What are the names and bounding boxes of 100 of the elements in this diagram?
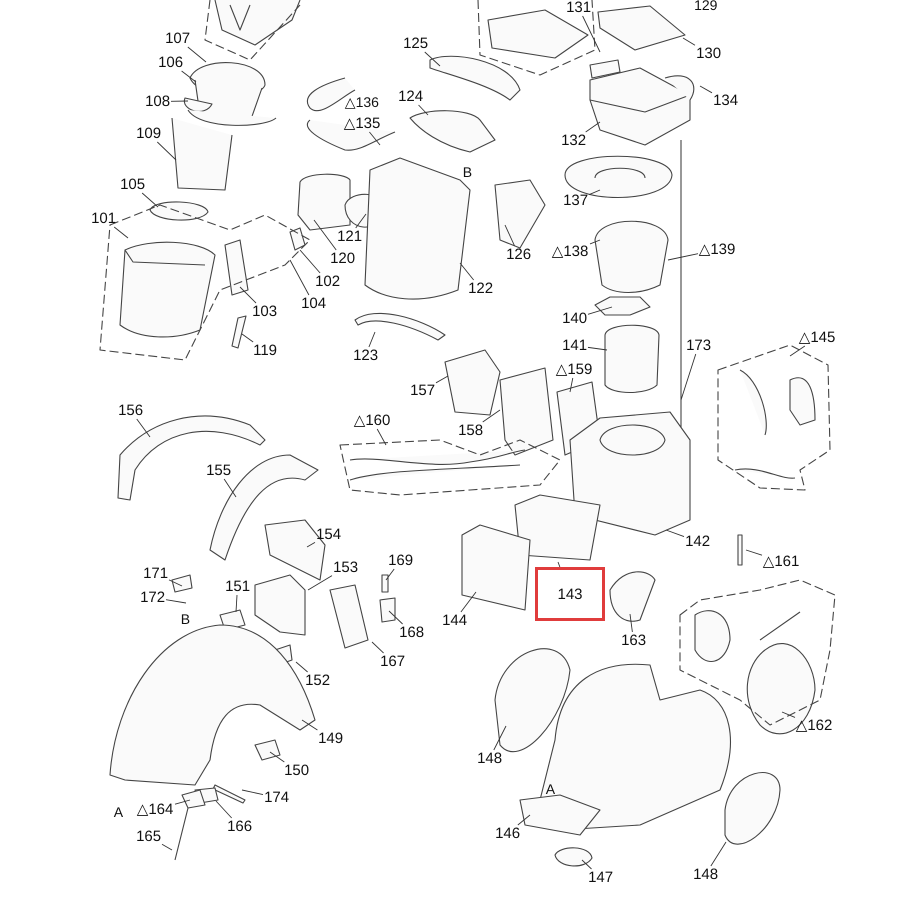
callout-number: 102 <box>314 273 342 290</box>
leader-line <box>630 614 633 632</box>
callout-number: 134 <box>712 92 740 109</box>
callout-number: 144 <box>441 612 468 629</box>
callout-number: 166 <box>226 818 254 835</box>
leader-line <box>710 842 726 866</box>
callout-number: 125 <box>402 35 430 52</box>
callout-number: 107 <box>164 30 192 47</box>
leader-line <box>270 752 285 762</box>
leader-line <box>424 52 440 66</box>
leader-line <box>585 122 600 132</box>
callout-number: 155 <box>205 462 232 479</box>
callout-number: 119 <box>252 342 278 359</box>
callout-number: 141 <box>561 337 588 354</box>
callout-number: 163 <box>620 632 648 649</box>
leader-line <box>114 226 128 238</box>
callout-number: 154 <box>315 526 342 543</box>
callout-label: △136 <box>344 94 379 110</box>
leader-line <box>136 418 150 438</box>
callout-number: 121 <box>336 228 364 245</box>
leader-line <box>418 104 428 116</box>
leader-line <box>290 260 310 296</box>
callout-number: 124 <box>397 88 424 105</box>
leader-line <box>582 16 600 52</box>
callout-number: △162 <box>794 717 834 734</box>
callout-number: 168 <box>398 624 426 641</box>
leader-line <box>181 70 196 82</box>
callout-number: 165 <box>135 828 162 845</box>
leader-line <box>368 132 380 146</box>
leader-line <box>588 190 600 196</box>
leader-line <box>588 306 612 315</box>
leader-line <box>168 579 182 586</box>
leader-line <box>386 568 395 580</box>
leader-line <box>782 712 796 718</box>
callout-number: 148 <box>476 750 504 767</box>
leader-line <box>582 860 592 870</box>
callout-number: 171 <box>142 565 170 582</box>
callout-number: 101 <box>90 210 118 227</box>
leader-line <box>224 478 236 498</box>
callout-label: A <box>546 781 556 797</box>
leader-line <box>493 726 506 750</box>
callout-number: 146 <box>494 825 522 842</box>
callout-number: △160 <box>352 412 392 429</box>
callout-number: 153 <box>332 559 360 576</box>
callout-number: 105 <box>119 176 146 193</box>
callout-number: 130 <box>695 45 722 62</box>
leader-line <box>680 354 696 400</box>
leader-line <box>166 599 186 604</box>
callout-number: 151 <box>224 578 252 595</box>
leader-line <box>504 224 516 246</box>
callout-number: 108 <box>144 93 172 110</box>
leader-line <box>368 332 376 348</box>
leader-line <box>308 575 332 590</box>
callout-number: 172 <box>139 589 166 606</box>
callout-number: 150 <box>283 762 310 779</box>
leader-line <box>242 334 254 342</box>
callout-number: △145 <box>798 329 836 346</box>
leader-line <box>355 214 366 228</box>
leader-line <box>376 428 386 446</box>
leader-line <box>388 610 404 624</box>
leader-line <box>240 286 256 304</box>
callout-number: 104 <box>300 295 328 312</box>
callout-number: 169 <box>387 552 414 569</box>
callout-label: B <box>180 611 190 627</box>
leader-line <box>236 594 238 612</box>
leader-line <box>666 530 684 538</box>
callout-label: A <box>114 804 124 820</box>
callout-number: 140 <box>561 310 588 327</box>
callout-number: 123 <box>352 347 380 364</box>
callout-number: 109 <box>135 125 162 142</box>
leader-line <box>174 800 190 805</box>
leader-line <box>482 410 500 422</box>
callout-number: 157 <box>409 382 436 399</box>
callout-number: △139 <box>698 241 736 258</box>
leader-line <box>588 346 608 350</box>
leader-line <box>306 542 316 548</box>
callout-number: 120 <box>329 250 356 267</box>
callout-number: 152 <box>304 672 332 689</box>
callout-number: △138 <box>550 243 590 260</box>
callout-number: 147 <box>587 869 614 886</box>
leader-line <box>372 642 384 654</box>
callout-number: 174 <box>263 789 290 806</box>
callout-number: △164 <box>136 801 174 818</box>
leader-line <box>790 346 806 356</box>
leader-line <box>156 142 176 160</box>
callout-number: 106 <box>157 54 184 71</box>
callout-number: 126 <box>505 246 532 263</box>
leader-line <box>460 592 476 612</box>
callout-number: 149 <box>317 730 344 747</box>
leader-line <box>142 192 158 208</box>
leader-line <box>517 814 530 826</box>
leader-line <box>558 562 560 568</box>
leader-line <box>170 100 188 102</box>
leader-line <box>570 378 574 392</box>
leader-line <box>162 844 172 850</box>
callout-number: 103 <box>251 303 278 320</box>
leader-line <box>460 262 474 280</box>
leader-line <box>300 250 321 274</box>
leader-line <box>590 240 600 244</box>
leader-line <box>216 800 232 818</box>
